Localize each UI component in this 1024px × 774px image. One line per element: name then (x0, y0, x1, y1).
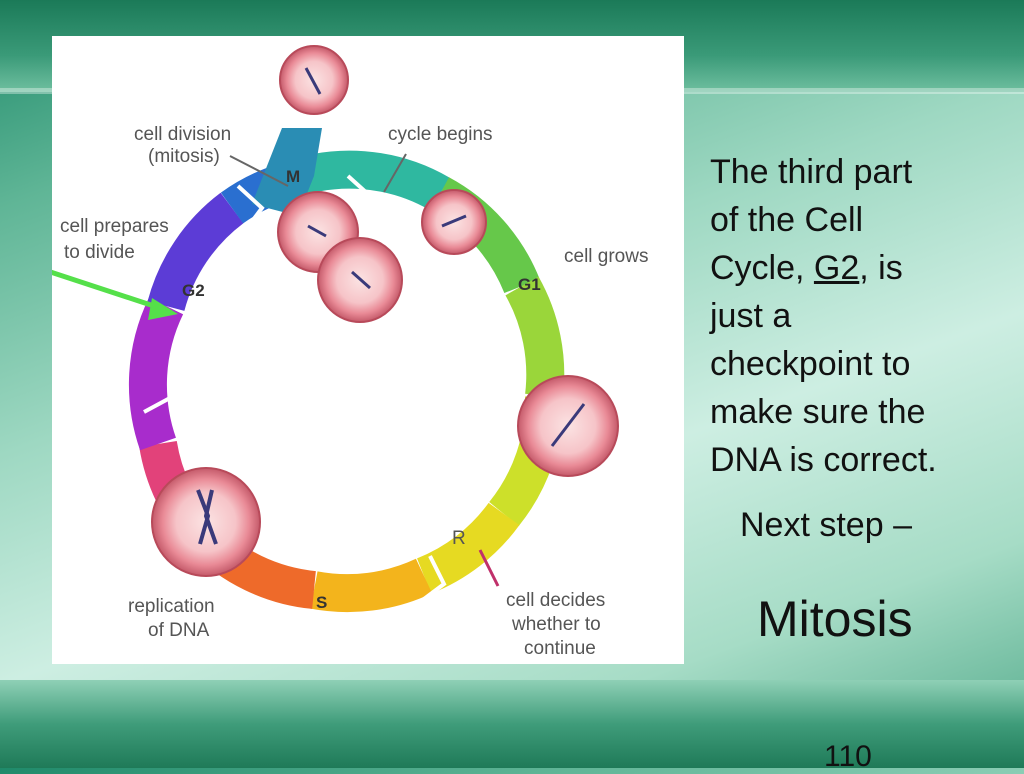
label-continue: continue (524, 638, 596, 659)
next-step-answer: Mitosis (757, 591, 913, 647)
label-cell-division: cell division (134, 124, 231, 145)
phase-label-g1: G1 (518, 275, 541, 294)
cell-cycle-svg: cell division (mitosis) cycle begins cel… (52, 45, 648, 659)
leader-mitosis (229, 155, 289, 187)
notch-m-g1 (346, 174, 371, 214)
arrow-shaft (52, 269, 161, 311)
notch-g1-s (418, 555, 447, 604)
explanation-line-3-prefix: Cycle, (710, 249, 814, 287)
label-cell-decides: cell decides (506, 590, 605, 611)
ring-segment-restriction (416, 502, 520, 594)
leader-cycle-begins (383, 153, 407, 193)
explanation-line-4: just a (710, 297, 792, 335)
notch-g2-m (236, 184, 265, 234)
restriction-point-marker (478, 549, 500, 587)
phase-label-g2: G2 (182, 281, 205, 300)
notch-s-g2 (143, 395, 188, 422)
next-step-label: Next step – (740, 506, 912, 544)
ring-segment-g2-early (147, 192, 244, 312)
label-cell-grows: cell grows (564, 246, 648, 267)
explanation-text: The third part of the Cell Cycle, G2, is… (710, 148, 1010, 484)
explanation-line-2: of the Cell (710, 201, 864, 239)
cell-cycle-diagram: cell division (mitosis) cycle begins cel… (52, 36, 684, 664)
explanation-line-3: Cycle, G2, is (710, 244, 1010, 292)
label-restriction-point: R (452, 528, 466, 549)
label-replication: replication (128, 596, 215, 617)
cell-s-phase (151, 467, 261, 577)
phase-notches (143, 174, 447, 604)
arrow-head (148, 298, 178, 320)
label-mitosis-paren: (mitosis) (148, 146, 220, 167)
explanation-line-7: DNA is correct. (710, 441, 937, 479)
explanation-line-1: The third part (710, 153, 913, 191)
cell-top (279, 45, 349, 115)
background-bottom-band (0, 680, 1024, 768)
explanation-line-6: make sure the (710, 393, 926, 431)
phase-label-s: S (316, 593, 327, 612)
label-whether-to: whether to (511, 614, 601, 635)
arrow-to-g2 (52, 269, 178, 320)
ring-segment-g1-late (505, 276, 565, 399)
phase-label-m: M (286, 167, 300, 186)
label-cycle-begins: cycle begins (388, 124, 493, 145)
cell-dividing (277, 191, 403, 323)
cell-g1-late (517, 375, 619, 477)
slide-number: 110 (824, 740, 872, 773)
ring-segment-s (310, 558, 433, 613)
label-cell-prepares: cell prepares (60, 216, 169, 237)
cell-g1-early (421, 189, 487, 255)
explanation-line-3-suffix: , is (859, 249, 903, 287)
label-of-dna: of DNA (148, 620, 210, 641)
label-to-divide: to divide (64, 242, 135, 263)
ring-segment-g2 (128, 297, 184, 451)
g2-term: G2 (813, 249, 860, 287)
explanation-line-5: checkpoint to (710, 345, 911, 383)
